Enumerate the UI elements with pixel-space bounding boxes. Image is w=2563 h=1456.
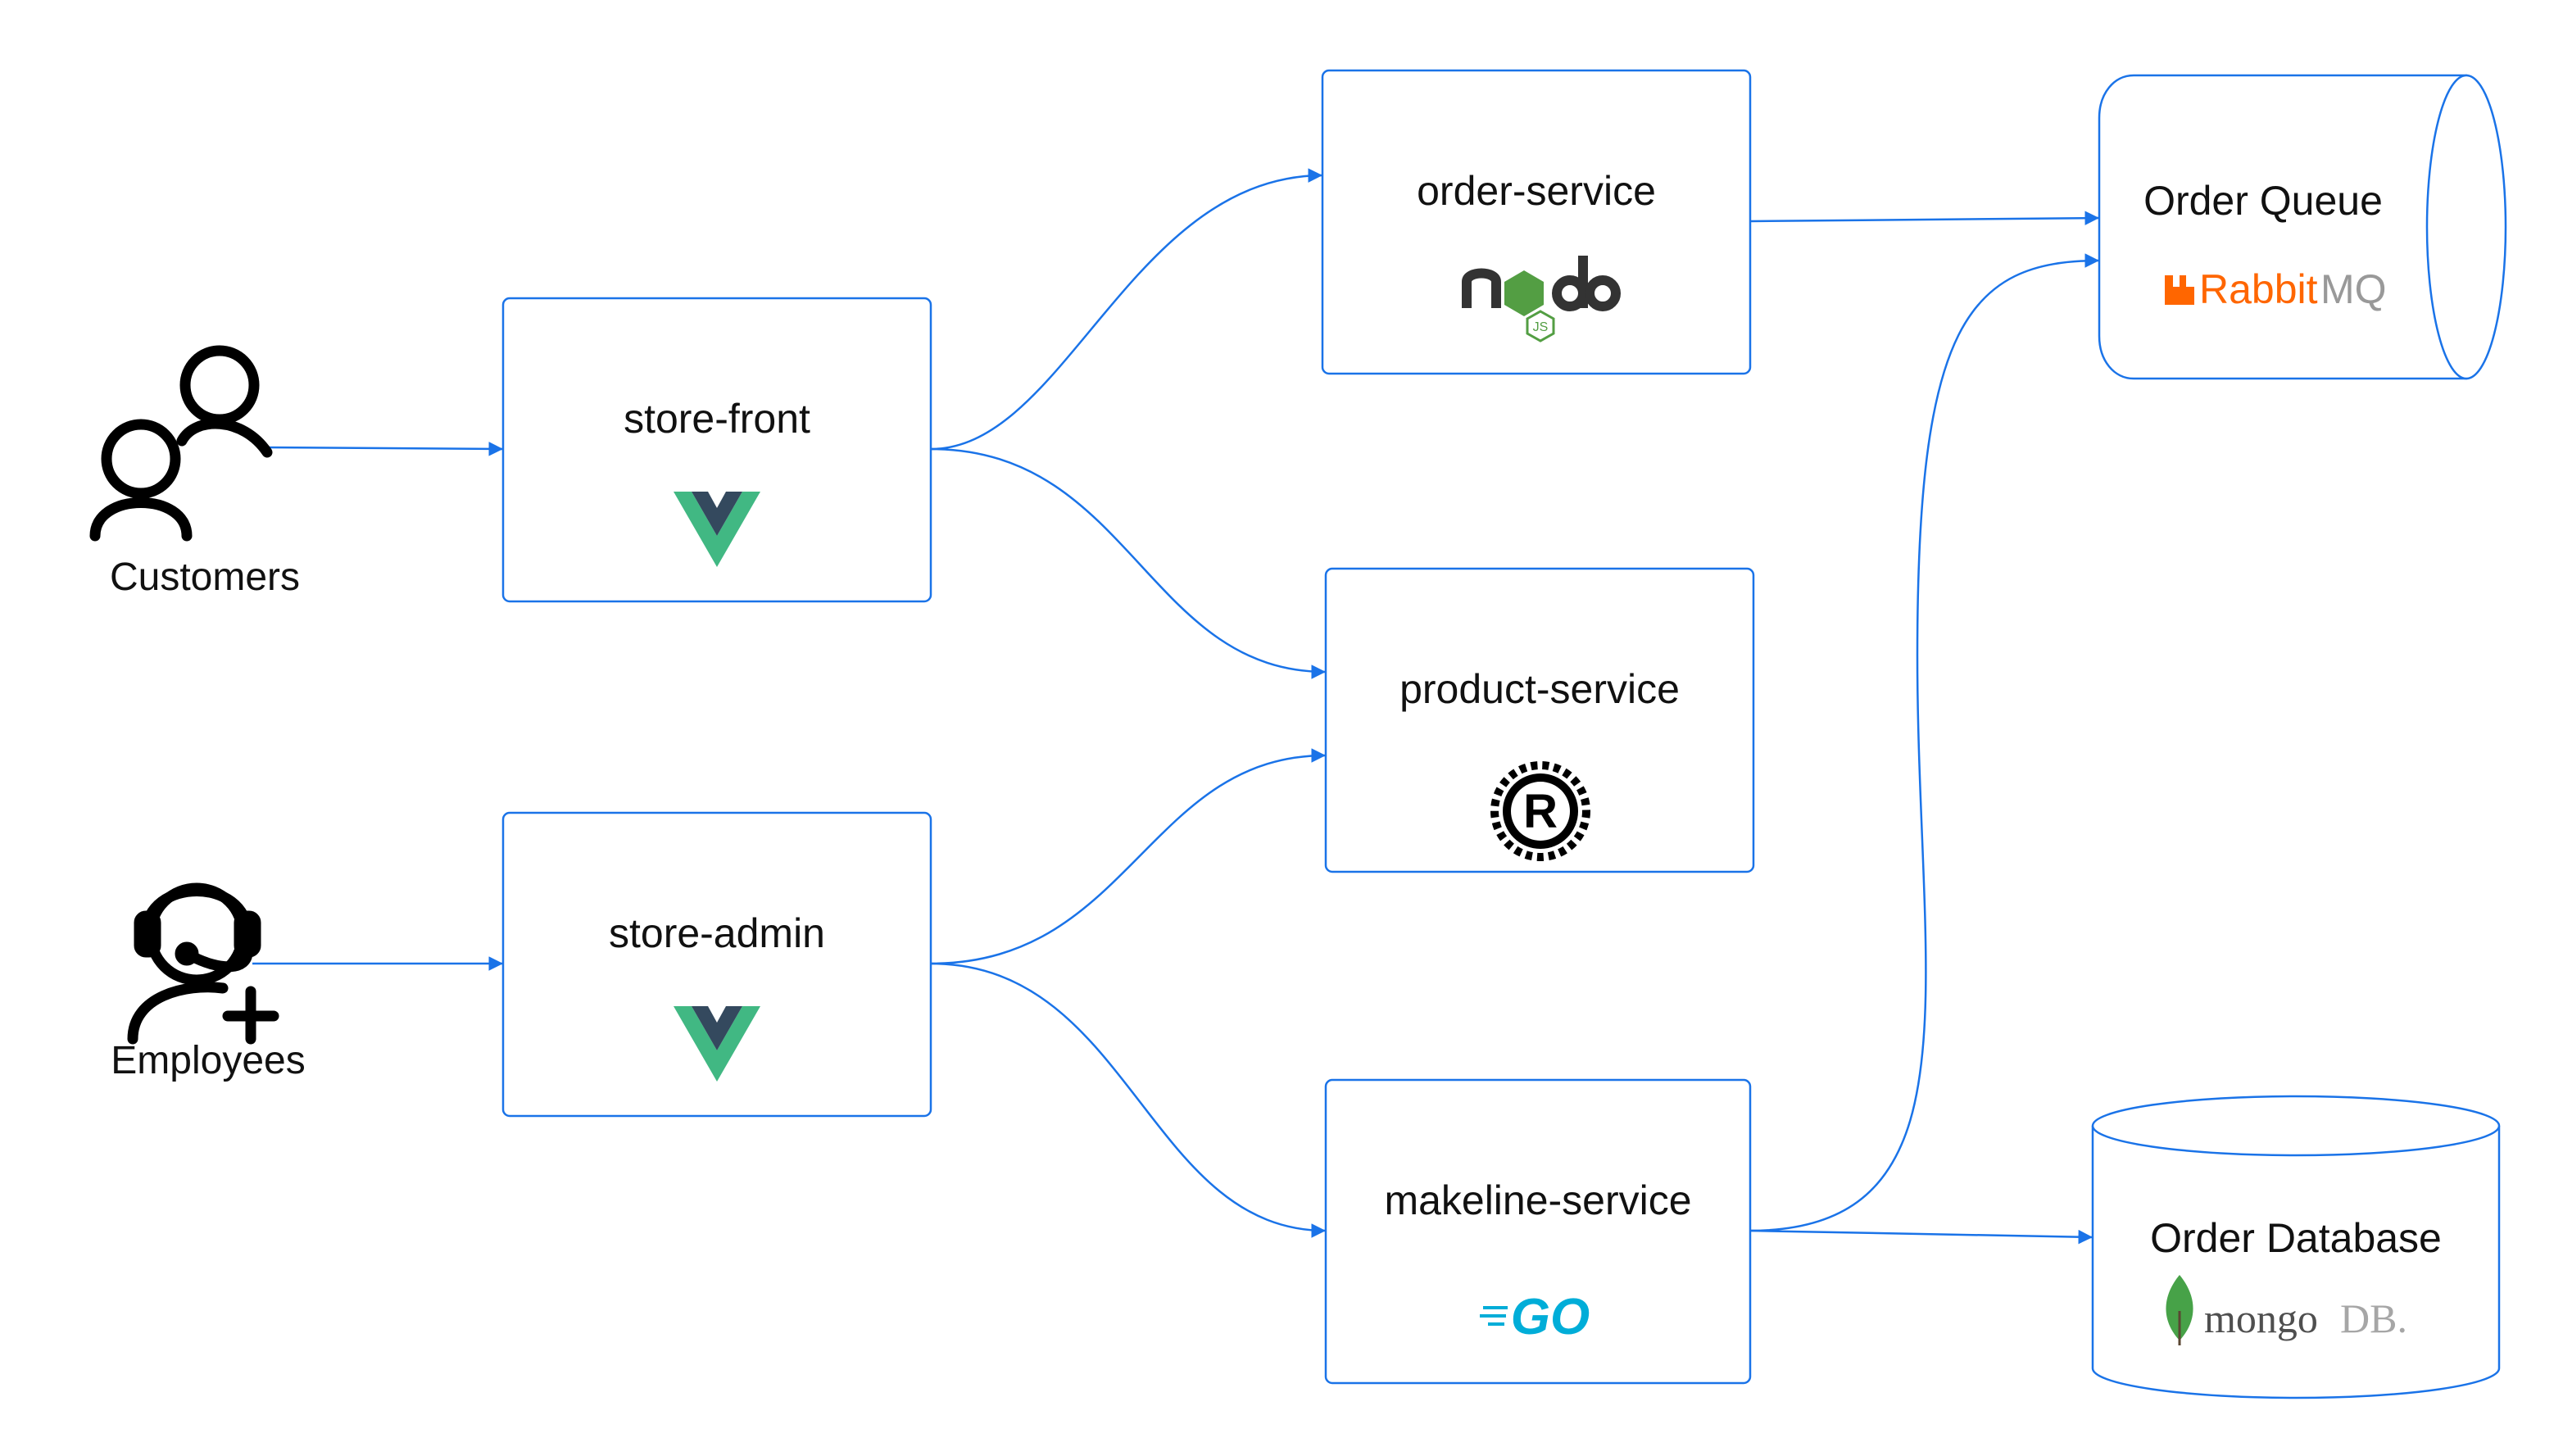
store-order-database[interactable]: Order Database mongo DB. bbox=[2091, 1095, 2501, 1399]
edge-makeline-service-to-order-database bbox=[1749, 1229, 2093, 1245]
customers-icon bbox=[89, 345, 273, 542]
store-title: Order Queue bbox=[2143, 178, 2383, 224]
queue-cylinder-body bbox=[2098, 74, 2468, 380]
actor-customers: Customers bbox=[89, 345, 300, 599]
edge-store-front-to-product-service bbox=[930, 447, 1327, 679]
db-cylinder-body bbox=[2091, 1126, 2501, 1399]
service-order-service[interactable]: order-service JS bbox=[1321, 69, 1752, 375]
go-logo-icon: GO bbox=[1480, 1289, 1590, 1345]
queue-cylinder-end bbox=[2425, 74, 2507, 380]
actor-employees: Employees bbox=[111, 882, 306, 1082]
svg-text:Rabbit: Rabbit bbox=[2199, 266, 2318, 312]
svg-text:JS: JS bbox=[1533, 320, 1549, 334]
edge-makeline-service-to-order-queue bbox=[1749, 253, 2100, 1232]
service-title: order-service bbox=[1417, 168, 1656, 214]
rust-logo-icon: R bbox=[1490, 761, 1590, 861]
rabbitmq-logo-icon: Rabbit MQ bbox=[2165, 266, 2387, 312]
service-store-admin[interactable]: store-admin bbox=[501, 811, 932, 1118]
edge-order-service-to-order-queue bbox=[1749, 211, 2100, 225]
vue-logo-icon bbox=[674, 1006, 760, 1082]
vue-logo-icon bbox=[674, 492, 760, 567]
store-title: Order Database bbox=[2150, 1215, 2442, 1261]
service-store-front[interactable]: store-front bbox=[501, 297, 932, 603]
nodejs-logo-icon: JS bbox=[1462, 256, 1621, 342]
svg-text:DB.: DB. bbox=[2340, 1295, 2407, 1341]
svg-text:R: R bbox=[1523, 785, 1558, 838]
service-makeline-service[interactable]: makeline-service GO bbox=[1324, 1078, 1752, 1385]
svg-text:mongo: mongo bbox=[2204, 1295, 2318, 1341]
connectors bbox=[252, 168, 2100, 1245]
svg-text:MQ: MQ bbox=[2320, 266, 2387, 312]
db-cylinder-top bbox=[2091, 1095, 2501, 1157]
service-title: makeline-service bbox=[1384, 1177, 1691, 1223]
service-title: store-admin bbox=[609, 910, 825, 956]
edge-store-admin-to-product-service bbox=[930, 748, 1327, 965]
edge-customers-to-store-front bbox=[261, 442, 504, 456]
service-product-service[interactable]: product-service R bbox=[1324, 567, 1755, 873]
service-title: product-service bbox=[1399, 666, 1680, 712]
svg-text:GO: GO bbox=[1511, 1289, 1590, 1345]
customers-label: Customers bbox=[110, 556, 300, 599]
employee-headset-icon bbox=[127, 882, 279, 1045]
employees-label: Employees bbox=[111, 1039, 305, 1082]
edge-store-admin-to-makeline-service bbox=[930, 962, 1327, 1238]
store-order-queue[interactable]: Order Queue Rabbit MQ bbox=[2098, 74, 2507, 380]
mongodb-logo-icon: mongo DB. bbox=[2166, 1275, 2407, 1345]
service-title: store-front bbox=[624, 396, 810, 442]
edge-store-front-to-order-service bbox=[930, 168, 1323, 451]
